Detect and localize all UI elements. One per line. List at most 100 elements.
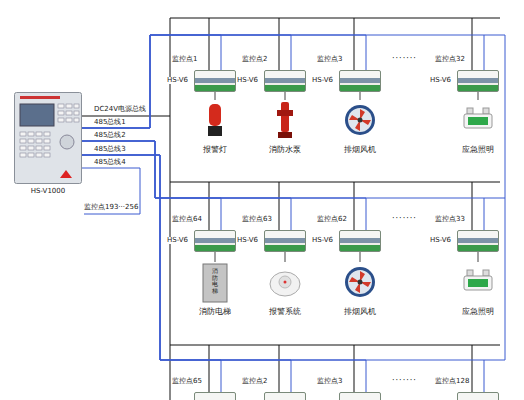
elevator-door — [203, 264, 227, 302]
rs485-bus — [82, 35, 505, 360]
module-body — [194, 230, 236, 252]
monitor-module: 监控点1HS-V6 — [166, 56, 236, 92]
device-model: HS-V1000 — [14, 188, 82, 195]
device-label: 消防电梯 — [188, 308, 242, 316]
power-drop — [209, 182, 210, 230]
module-body — [194, 70, 236, 92]
model-label: HS-V6 — [236, 77, 259, 84]
power-feed — [82, 116, 170, 117]
fan-hub — [358, 280, 363, 285]
monitor-module: 监控点62HS-V6 — [311, 216, 381, 252]
module-body — [339, 230, 381, 252]
model-label: HS-V6 — [311, 237, 334, 244]
device-wire — [285, 92, 286, 100]
lamp-base — [208, 126, 222, 136]
power-drop — [472, 18, 473, 70]
bus-label: 485总线1 — [94, 119, 126, 126]
exit-sign — [468, 279, 488, 287]
module-body — [339, 392, 381, 400]
device-icon — [265, 262, 305, 304]
bus-connector — [82, 155, 221, 392]
device-wire — [285, 252, 286, 262]
bus-label: 485总线3 — [94, 146, 126, 153]
power-bus-row — [170, 345, 500, 346]
ellipsis: ······· — [392, 377, 417, 385]
device-icon — [265, 100, 305, 142]
field-device: 排烟风机 — [333, 262, 387, 318]
ellipsis: ······· — [392, 215, 417, 223]
pump-flange — [277, 110, 293, 116]
module-body — [457, 70, 499, 92]
module-body — [339, 70, 381, 92]
lamp-head — [483, 270, 489, 276]
bus-connector — [82, 155, 366, 392]
module-body — [457, 230, 499, 252]
bus-extension — [484, 198, 505, 199]
device-label: 应急照明 — [451, 146, 505, 154]
point-number: 监控点65 — [172, 378, 202, 385]
monitor-module: 监控点65 — [166, 378, 236, 400]
device-label: 报警系统 — [258, 308, 312, 316]
module-body — [457, 392, 499, 400]
fan-face — [348, 270, 372, 294]
field-device: 报警系统 — [258, 262, 312, 318]
point-number: 监控点3 — [317, 378, 342, 385]
monitor-module: 监控点32HS-V6 — [429, 56, 499, 92]
device-icon — [458, 100, 498, 142]
power-bus — [82, 18, 500, 400]
power-drop — [279, 182, 280, 230]
fan-blades — [349, 271, 371, 293]
detector-led — [284, 281, 287, 284]
panel-screen — [20, 104, 54, 126]
device-label: 排烟风机 — [333, 146, 387, 154]
panel-logo — [60, 170, 72, 178]
device-icon — [340, 100, 380, 142]
lamp-dome — [209, 104, 221, 126]
bus-label: 485总线4 — [94, 159, 126, 166]
pump-base — [278, 132, 292, 138]
range-label: 监控点193···256 — [84, 204, 138, 211]
field-device: 应急照明 — [451, 262, 505, 318]
emergency-box — [464, 276, 492, 290]
emergency-box — [464, 114, 492, 128]
bus-label: DC24V电源总线 — [94, 106, 146, 113]
monitor-module: 监控点128 — [429, 378, 499, 400]
power-drop — [209, 345, 210, 392]
lamp-head — [483, 108, 489, 114]
power-drop — [279, 345, 280, 392]
power-drop — [354, 182, 355, 230]
monitor-module: 监控点3 — [311, 378, 381, 400]
device-label: 消防水泵 — [258, 146, 312, 154]
module-body — [264, 70, 306, 92]
fan-rim — [345, 105, 375, 135]
point-number: 监控点62 — [317, 216, 347, 223]
model-label: HS-V6 — [166, 237, 189, 244]
model-label: HS-V6 — [166, 77, 189, 84]
panel-housing — [15, 93, 82, 184]
bus-connector — [82, 141, 221, 230]
bus-connector — [82, 155, 291, 392]
monitor-module: 监控点63HS-V6 — [236, 216, 306, 252]
fan-rim — [345, 267, 375, 297]
controller: HS-V1000 — [14, 92, 82, 198]
power-drop — [472, 182, 473, 230]
power-drop — [354, 345, 355, 392]
device-label: 报警灯 — [188, 146, 242, 154]
bus4-line — [82, 168, 140, 214]
field-device: 报警灯 — [188, 100, 242, 156]
device-wire — [360, 252, 361, 262]
fan-hub — [358, 118, 363, 123]
power-bus-row — [170, 182, 500, 183]
power-drop — [279, 18, 280, 70]
bus-extension — [484, 35, 505, 36]
model-label: HS-V6 — [429, 77, 452, 84]
device-wire — [360, 92, 361, 100]
power-drop — [209, 18, 210, 70]
monitor-module: 监控点33HS-V6 — [429, 216, 499, 252]
bus-connector — [82, 155, 484, 392]
bus-connector — [82, 141, 291, 230]
field-device: 应急照明 — [451, 100, 505, 156]
fan-face — [348, 108, 372, 132]
module-body — [264, 230, 306, 252]
